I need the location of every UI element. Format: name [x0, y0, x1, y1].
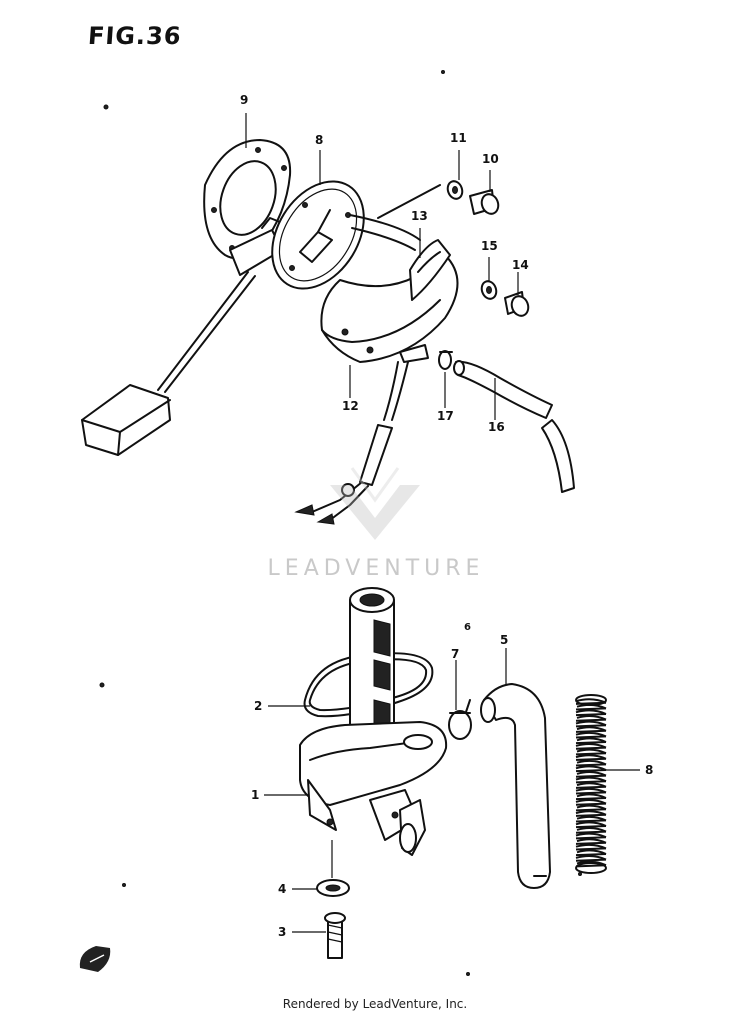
footer-credit: Rendered by LeadVenture, Inc. — [282, 997, 468, 1011]
callout-4: 4 — [278, 882, 287, 896]
callout-9: 9 — [240, 93, 249, 107]
hose-clip-part-17 — [438, 350, 453, 370]
washer-part-15 — [480, 280, 498, 300]
washer-part-4 — [316, 879, 350, 897]
callout-16: 16 — [488, 420, 505, 434]
bolt-part-3 — [324, 912, 346, 959]
callout-8-upper: 8 — [315, 133, 324, 147]
callout-10: 10 — [482, 152, 499, 166]
screw-part-14 — [504, 291, 530, 317]
callout-12: 12 — [342, 399, 359, 413]
screw-part-10 — [469, 189, 500, 215]
spring-top-end — [575, 694, 607, 706]
leader-lines — [245, 113, 640, 933]
float-arm-part-9 — [81, 217, 283, 456]
callout-2: 2 — [254, 699, 263, 713]
callout-15: 15 — [481, 239, 498, 253]
callout-8-lower: 8 — [645, 763, 654, 777]
hose-clip-part-7 — [448, 699, 472, 740]
callout-6: 6 — [464, 622, 471, 633]
callout-13: 13 — [411, 209, 428, 223]
scan-specks — [99, 70, 582, 976]
wiring-harness — [294, 214, 421, 525]
callout-3: 3 — [278, 925, 287, 939]
breather-hose-part-16 — [453, 360, 575, 493]
sender-plate-part-8 — [271, 180, 365, 290]
watermark-logo — [330, 467, 420, 540]
spring-coils — [575, 698, 607, 868]
fuel-cock-part-1 — [299, 721, 448, 856]
spring-part-8 — [575, 694, 607, 874]
leader-bracket — [377, 184, 441, 219]
corner-stamp-logo — [79, 946, 111, 972]
callout-7: 7 — [451, 647, 460, 661]
callout-1: 1 — [251, 788, 260, 802]
callout-5: 5 — [500, 633, 509, 647]
fuel-hose-part-5 — [480, 683, 551, 889]
spring-bottom-end — [575, 862, 607, 874]
gasket-ring-part-9 — [203, 139, 292, 260]
callout-14: 14 — [512, 258, 529, 272]
callout-17: 17 — [437, 409, 454, 423]
washer-part-11 — [446, 180, 464, 200]
watermark-text: LEADVENTURE — [267, 556, 485, 581]
callout-11: 11 — [450, 131, 467, 145]
